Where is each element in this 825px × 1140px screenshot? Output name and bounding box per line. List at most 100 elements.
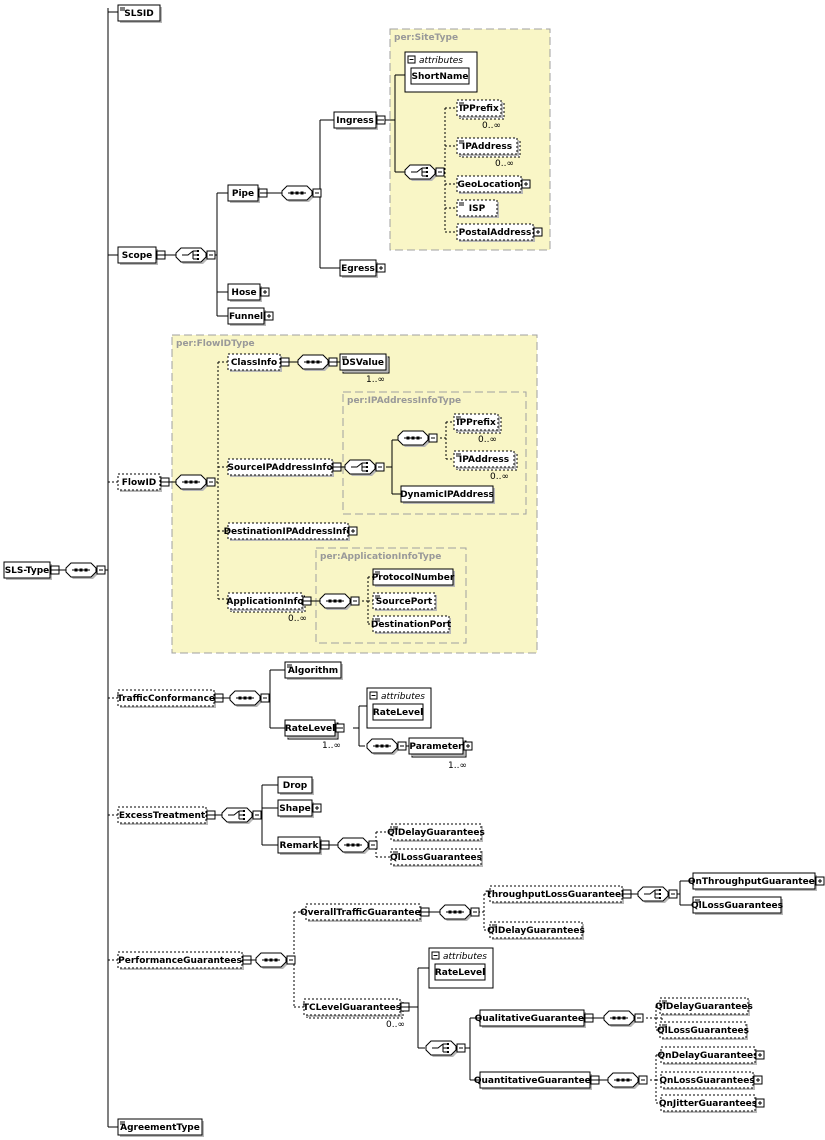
scope-element[interactable]: Scope: [117, 246, 166, 265]
qldelay3-element[interactable]: QlDelayGuarantees: [655, 997, 753, 1016]
site-type-group-title: per:SiteType: [394, 33, 458, 43]
pipe-label: Pipe: [232, 189, 254, 199]
protocolnumber-element[interactable]: ProtocolNumber: [372, 568, 455, 587]
ipaddress-label: IPAddress: [462, 142, 512, 152]
ip-prefix2-occurrence: 0..∞: [478, 435, 497, 445]
drop-element[interactable]: Drop: [277, 776, 314, 795]
attribute-shortname[interactable]: [410, 67, 470, 85]
slsid-element[interactable]: SLSID: [117, 4, 162, 23]
isp-element[interactable]: ISP: [456, 199, 499, 218]
flowid-element[interactable]: FlowID: [117, 473, 170, 492]
qldelay2-element[interactable]: QlDelayGuarantees: [487, 921, 585, 940]
qlloss2-element[interactable]: QlLossGuarantees: [691, 896, 783, 915]
expand-icon[interactable]: [753, 1075, 763, 1085]
pipe-sequence-sequence-icon[interactable]: [281, 185, 322, 202]
hose-element[interactable]: Hose: [227, 283, 270, 302]
qualitative-element[interactable]: QualitativeGuarantees: [475, 1009, 594, 1028]
remark-element[interactable]: Remark: [277, 836, 330, 855]
throughputloss-element[interactable]: ThroughputLossGuarantees: [486, 885, 632, 904]
traffic-sequence-sequence-icon[interactable]: [229, 690, 270, 707]
ipprefix-element[interactable]: IPPrefix: [456, 99, 505, 120]
perf-sequence-sequence-icon[interactable]: [255, 952, 296, 969]
expand-icon[interactable]: [533, 227, 543, 237]
ip-address2-occurrence: 0..∞: [490, 472, 509, 482]
expand-icon[interactable]: [312, 803, 322, 813]
expand-icon[interactable]: [348, 526, 358, 536]
excess-choice-choice-icon[interactable]: [221, 807, 262, 824]
attribute-ratelevel_attr-label: RateLevel: [373, 708, 423, 718]
ip-prefix2-element[interactable]: IPPrefix: [453, 413, 502, 434]
qualitative-sequence-sequence-icon[interactable]: [603, 1010, 644, 1027]
tclevel-choice-choice-icon[interactable]: [425, 1040, 466, 1057]
ip-address2-element[interactable]: IPAddress: [453, 450, 518, 471]
qnloss-element[interactable]: QnLossGuarantees: [659, 1071, 763, 1090]
qnjitter-label: QnJitterGuarantees: [659, 1099, 757, 1109]
appinfo-element[interactable]: ApplicationInfo: [226, 592, 312, 613]
dynamicip-element[interactable]: DynamicIPAddress: [400, 485, 495, 504]
performanceguarantees-label: PerformanceGuarantees: [118, 956, 242, 966]
appinfo-label: ApplicationInfo: [226, 597, 303, 607]
qndelay-element[interactable]: QnDelayGuarantees: [657, 1046, 765, 1065]
funnel-element[interactable]: Funnel: [227, 307, 274, 326]
egress-element[interactable]: Egress: [339, 259, 386, 278]
root-sequence-sequence-icon[interactable]: [65, 562, 106, 579]
expand-icon[interactable]: [463, 741, 473, 751]
ratelevel-element[interactable]: RateLevel: [284, 719, 345, 740]
scope-choice-choice-icon[interactable]: [175, 247, 216, 264]
expand-icon[interactable]: [755, 1098, 765, 1108]
qnthroughput-element[interactable]: QnThroughputGuarantees: [688, 872, 825, 891]
throughput-choice-choice-icon[interactable]: [637, 886, 678, 903]
qlloss1-element[interactable]: QlLossGuarantees: [390, 848, 483, 867]
sourceport-element[interactable]: SourcePort: [372, 592, 437, 611]
ratelevel-sequence-sequence-icon[interactable]: [366, 738, 407, 755]
overall-sequence-sequence-icon[interactable]: [439, 904, 480, 921]
ip-sequence-sequence-icon[interactable]: [397, 430, 438, 447]
expand-icon[interactable]: [755, 1050, 765, 1060]
attribute-ratelevel_attr[interactable]: [372, 703, 424, 721]
qldelay1-label: QlDelayGuarantees: [387, 828, 485, 838]
attribute-ratelevel_attr2[interactable]: [434, 963, 486, 981]
expand-icon[interactable]: [521, 179, 531, 189]
site-choice-choice-icon[interactable]: [404, 164, 445, 181]
ingress-element[interactable]: Ingress: [333, 111, 386, 130]
agreementtype-element[interactable]: AgreementType: [117, 1118, 204, 1137]
algorithm-element[interactable]: Algorithm: [284, 661, 343, 680]
shape-element[interactable]: Shape: [277, 799, 322, 818]
sourceip-choice-choice-icon[interactable]: [344, 459, 385, 476]
qldelay3-label: QlDelayGuarantees: [655, 1002, 753, 1012]
destip-element[interactable]: DestinationIPAddressInfo: [224, 522, 358, 541]
dynamicip-label: DynamicIPAddress: [400, 490, 494, 500]
qnjitter-element[interactable]: QnJitterGuarantees: [659, 1094, 765, 1113]
expand-icon[interactable]: [260, 287, 270, 297]
quantitative-label: QuantitativeGuarantees: [474, 1076, 596, 1086]
geolocation-element[interactable]: GeoLocation: [456, 175, 531, 194]
remark-sequence-sequence-icon[interactable]: [337, 837, 378, 854]
parameter-element[interactable]: Parameter: [408, 737, 473, 758]
postaladdress-element[interactable]: PostalAddress: [456, 223, 543, 242]
sourceip-element[interactable]: SourceIPAddressInfo: [227, 458, 342, 477]
qlloss3-element[interactable]: QlLossGuarantees: [657, 1021, 749, 1040]
excesstreatment-element[interactable]: ExcessTreatment: [117, 806, 216, 825]
destport-element[interactable]: DestinationPort: [371, 615, 452, 634]
classinfo-element[interactable]: ClassInfo: [227, 353, 290, 372]
ipaddress-element[interactable]: IPAddress: [456, 137, 521, 158]
ipprefix-occurrence: 0..∞: [482, 121, 501, 131]
quantitative-sequence-sequence-icon[interactable]: [607, 1072, 648, 1089]
trafficconformance-element[interactable]: TrafficConformance: [117, 689, 224, 708]
qldelay1-element[interactable]: QlDelayGuarantees: [387, 823, 485, 842]
pipe-element[interactable]: Pipe: [227, 184, 268, 203]
expand-icon[interactable]: [815, 876, 825, 886]
app-sequence-sequence-icon[interactable]: [319, 593, 360, 610]
appinfo-occurrence: 0..∞: [288, 614, 307, 624]
expand-icon[interactable]: [264, 311, 274, 321]
flowid-sequence-sequence-icon[interactable]: [175, 474, 216, 491]
sls-type-element[interactable]: SLS-Type: [3, 561, 60, 580]
overalltraffic-element[interactable]: OverallTrafficGuarantees: [300, 903, 430, 922]
dsvalue-element[interactable]: DSValue: [339, 353, 390, 374]
tclevel-element[interactable]: TCLevelGuarantees: [303, 998, 410, 1019]
quantitative-element[interactable]: QuantitativeGuarantees: [474, 1071, 600, 1090]
overalltraffic-label: OverallTrafficGuarantees: [300, 908, 426, 918]
performanceguarantees-element[interactable]: PerformanceGuarantees: [117, 951, 252, 970]
expand-icon[interactable]: [376, 263, 386, 273]
